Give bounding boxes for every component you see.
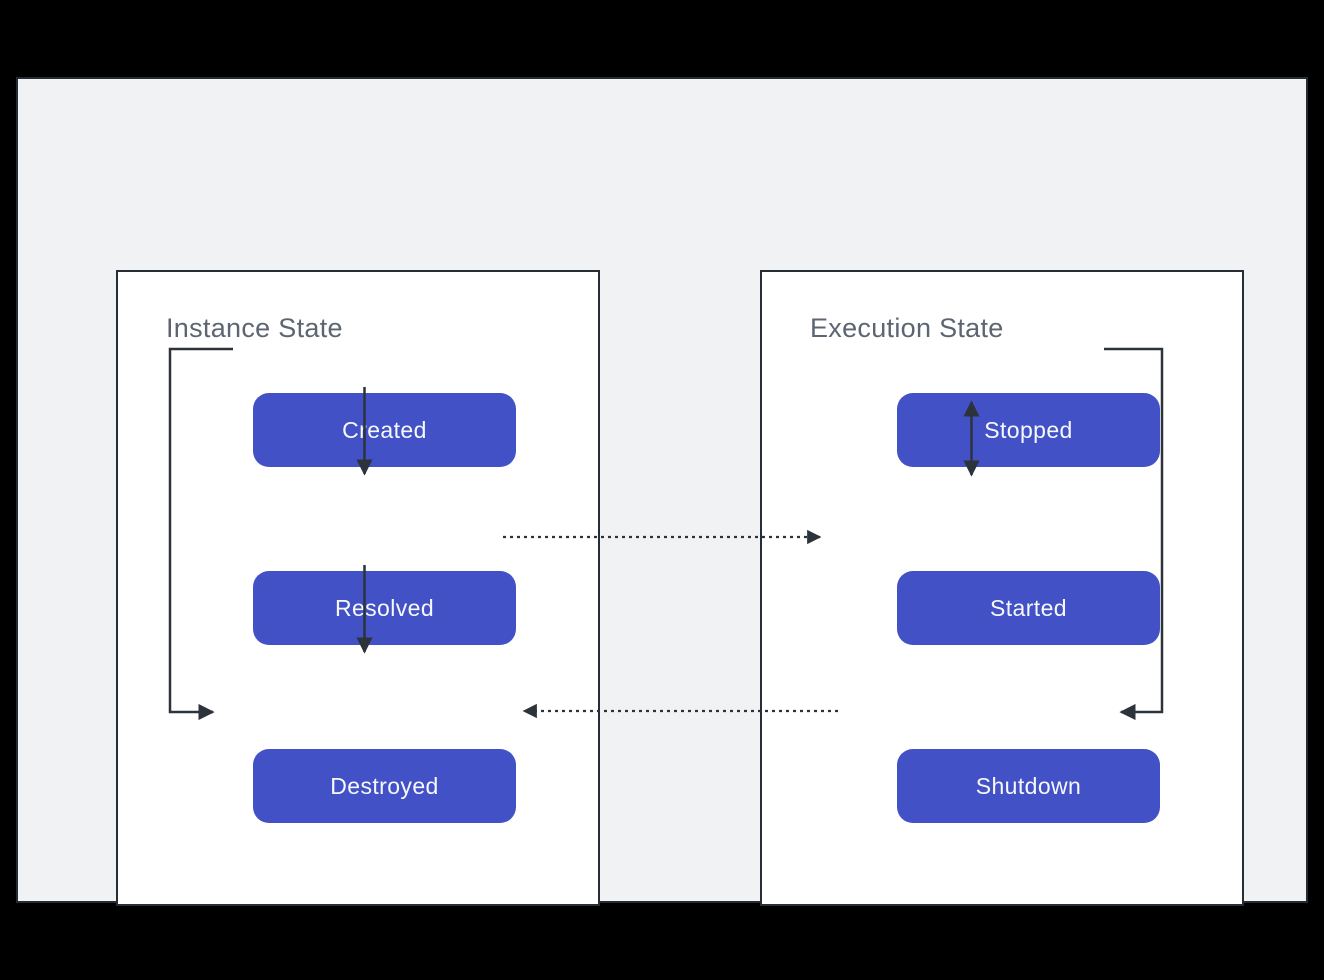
diagram-canvas: Instance State Created Resolved Destroye… [16,77,1308,906]
instance-state-panel: Instance State Created Resolved Destroye… [116,270,600,906]
node-destroyed: Destroyed [253,749,516,823]
node-resolved: Resolved [253,571,516,645]
execution-state-title: Execution State [810,313,1004,343]
node-shutdown: Shutdown [897,749,1160,823]
node-stopped: Stopped [897,393,1160,467]
instance-state-title: Instance State [166,313,343,343]
execution-state-panel: Execution State Stopped Started Shutdown [760,270,1244,906]
node-created: Created [253,393,516,467]
node-started: Started [897,571,1160,645]
